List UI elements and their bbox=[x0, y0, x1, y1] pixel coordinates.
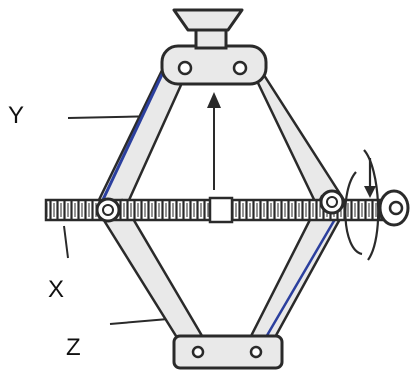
leader-line-x bbox=[63, 225, 69, 259]
lift-arrow bbox=[207, 92, 221, 190]
lead-screw bbox=[44, 196, 384, 224]
top-block bbox=[160, 44, 268, 86]
label-z: Z bbox=[66, 334, 81, 361]
label-x: X bbox=[48, 276, 65, 303]
left-lower-arm bbox=[98, 198, 210, 354]
top-saddle bbox=[172, 8, 244, 50]
crank-eye bbox=[378, 189, 410, 227]
bottom-block bbox=[172, 334, 284, 370]
screw-nut bbox=[208, 196, 234, 224]
label-y: Y bbox=[8, 102, 25, 129]
rotation-arrow bbox=[344, 149, 380, 261]
